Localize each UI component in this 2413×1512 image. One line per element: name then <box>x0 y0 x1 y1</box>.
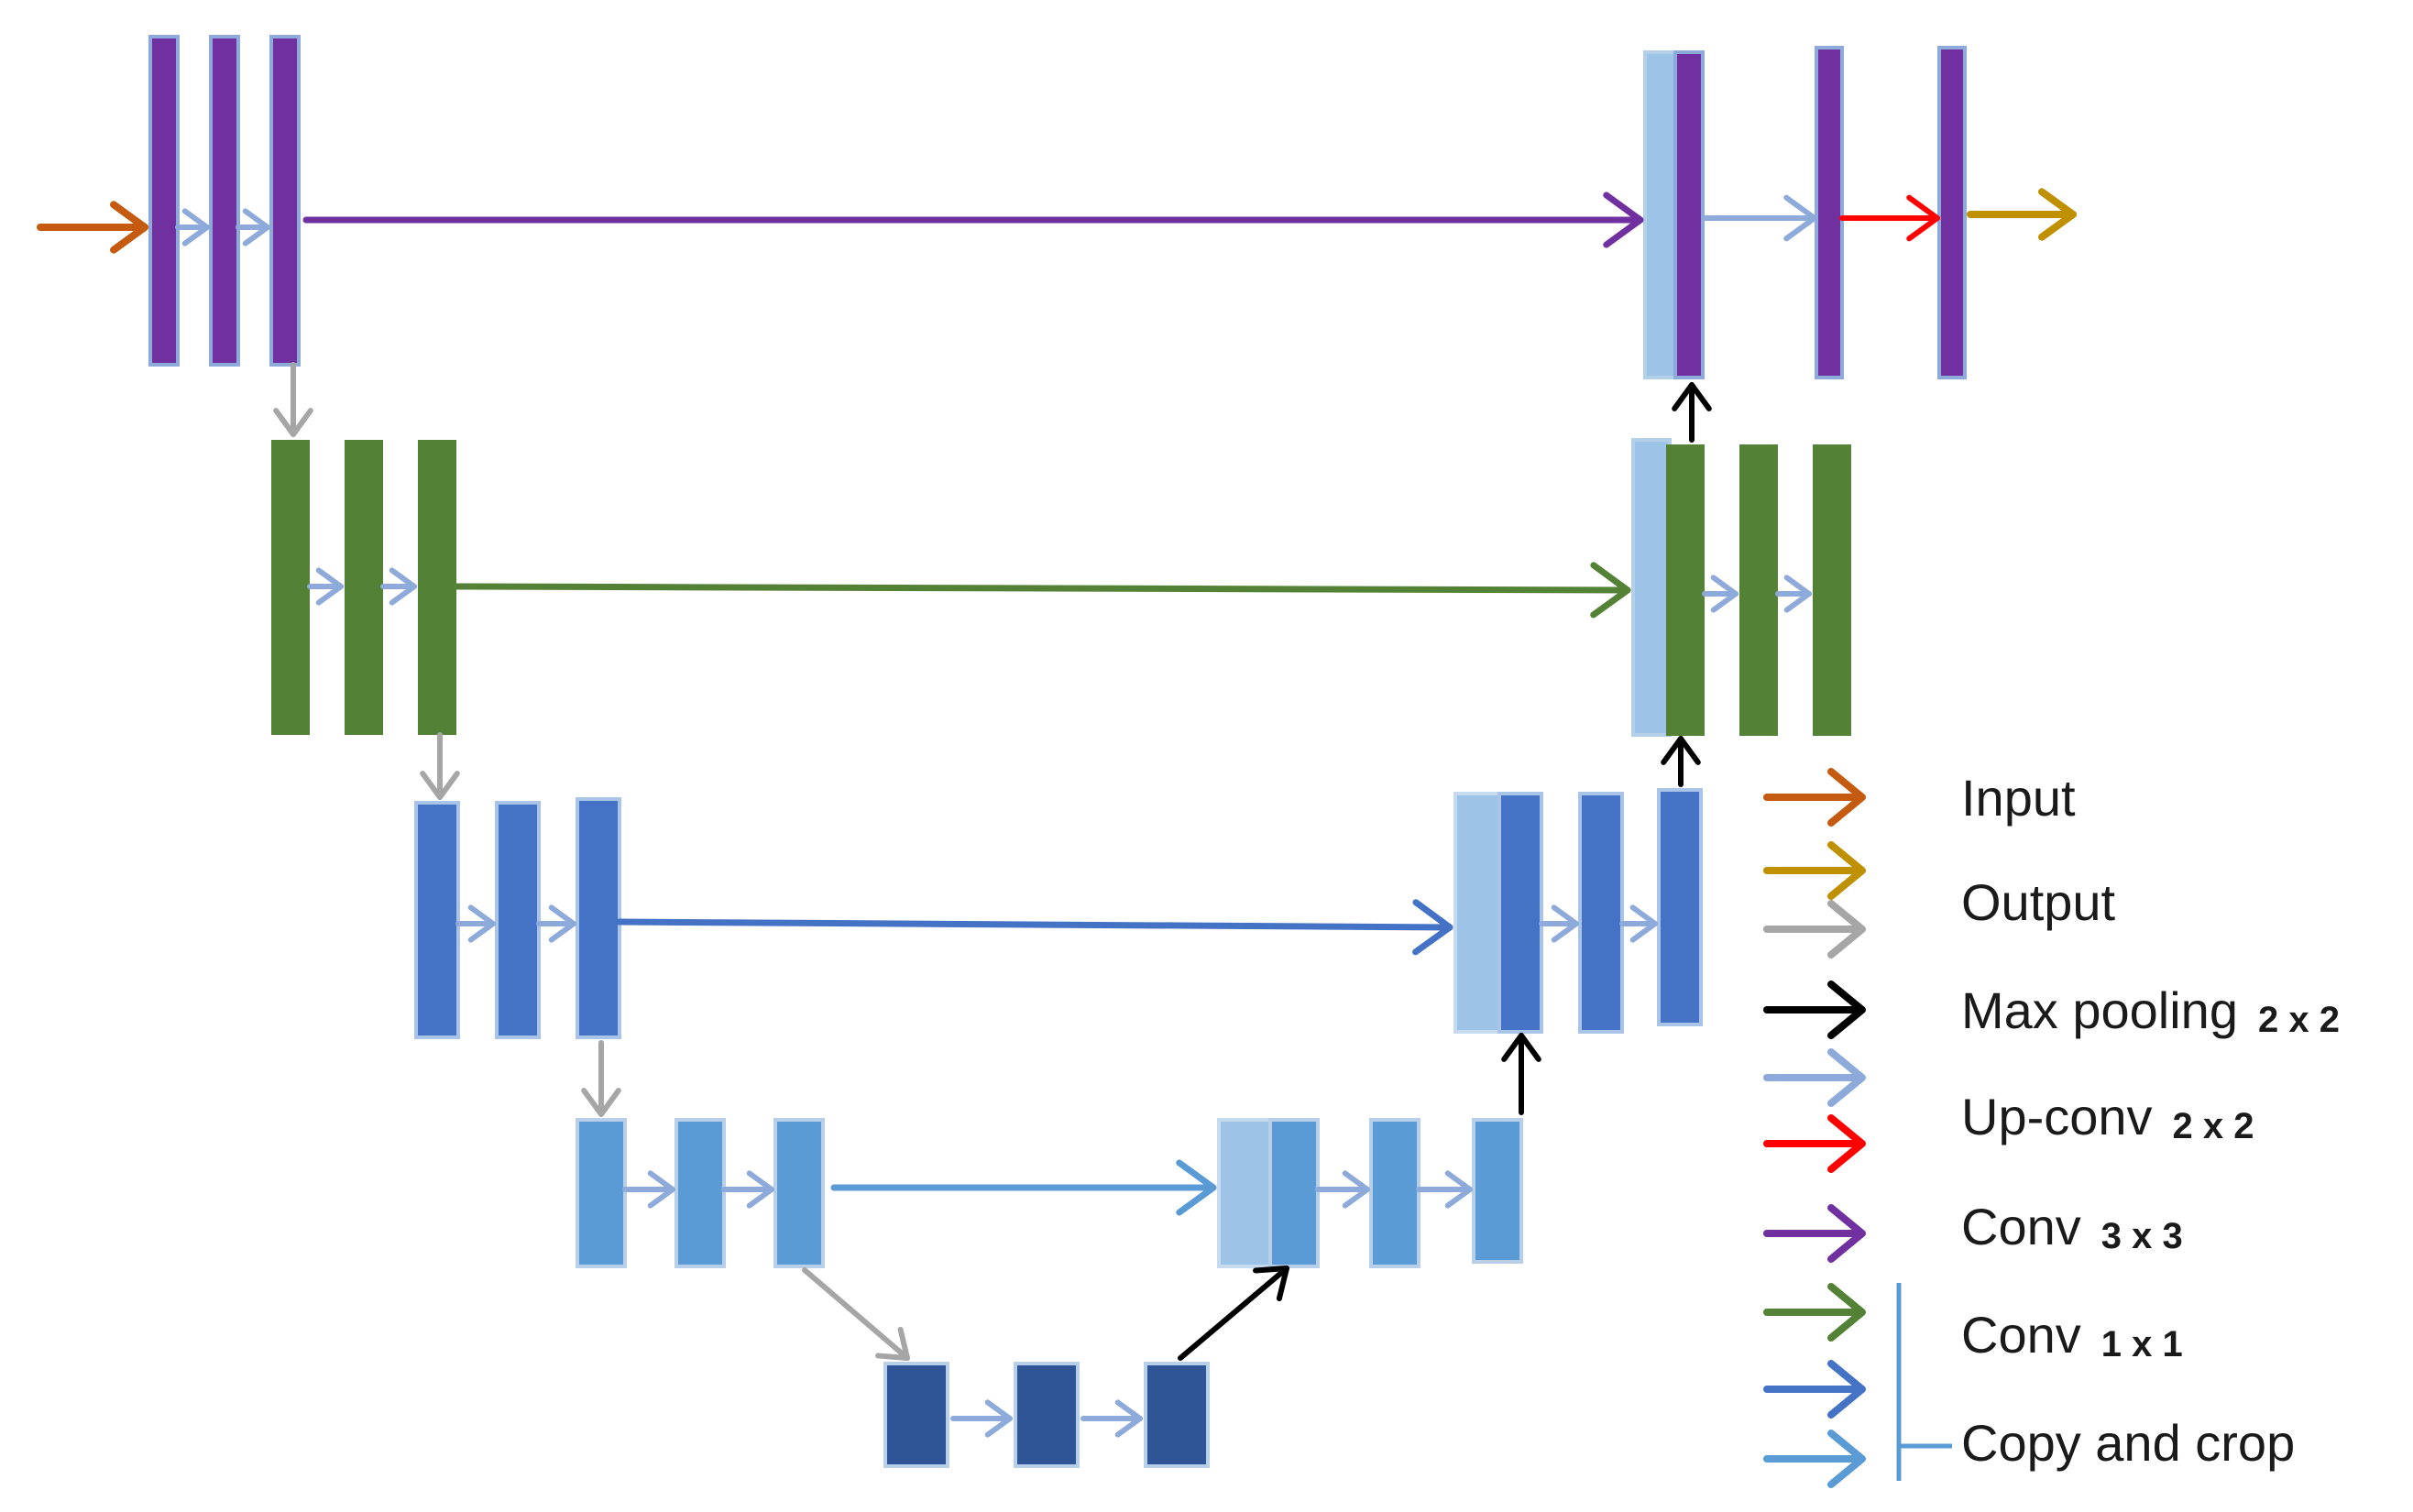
feature-map-dec3-a <box>1497 792 1543 1034</box>
legend-size: 1 x 1 <box>2101 1324 2183 1364</box>
pool-2-arrow <box>420 732 460 800</box>
pool-4-arrow <box>802 1267 910 1361</box>
enc4-conv-1-arrow <box>622 1170 675 1209</box>
dec2-conv-1-arrow <box>1702 575 1738 613</box>
legend-label: Copy and crop <box>1961 1414 2295 1472</box>
output-arrow-icon <box>1763 841 1866 900</box>
up-1-arrow <box>1178 1265 1289 1361</box>
legend-label: Output <box>1961 873 2116 931</box>
pool-1-arrow <box>273 362 313 437</box>
bottom-conv-2-arrow <box>1080 1399 1143 1438</box>
legend-item-6: Conv 3 x 3 <box>1763 1198 2183 1263</box>
bottom-conv-1-arrow <box>950 1399 1013 1438</box>
legend-item-0: Input <box>1763 768 2076 827</box>
red-arrow-icon <box>1763 1114 1866 1173</box>
output-arrow <box>1967 188 2077 241</box>
feature-map-dec1-c <box>1937 46 1967 379</box>
feature-map-dec4-crop <box>1217 1118 1272 1268</box>
legend-item-1: Output <box>1763 841 2116 931</box>
conv-3x3-arrow-icon <box>1763 1204 1866 1263</box>
feature-map-dec1-b <box>1815 46 1844 379</box>
enc4-conv-2-arrow <box>721 1170 774 1209</box>
feature-map-dec2-a <box>1666 444 1705 736</box>
input-arrow <box>37 201 148 254</box>
legend-label: Input <box>1961 769 2076 827</box>
feature-map-enc3-c <box>576 797 621 1039</box>
up-3-arrow <box>1661 736 1701 787</box>
gray-arrow-icon <box>1763 900 1866 959</box>
feature-map-enc2-c <box>418 440 456 735</box>
feature-map-dec2-crop <box>1631 438 1672 737</box>
copy-and-crop-arrow-icon <box>1763 1430 1866 1488</box>
up-4-arrow <box>1672 382 1712 443</box>
feature-map-bottom-b <box>1014 1362 1080 1468</box>
max-pooling-arrow-icon <box>1763 981 1866 1039</box>
enc2-conv-1-arrow <box>307 567 344 606</box>
feature-map-blocks <box>148 35 1967 1468</box>
enc1-conv-1-arrow <box>175 208 210 247</box>
legend-size: 2 x 2 <box>2173 1106 2254 1146</box>
legend-bracket <box>1896 1283 1952 1481</box>
feature-map-enc4-c <box>773 1118 825 1268</box>
feature-map-dec3-crop <box>1453 792 1501 1034</box>
dec1-conv-1-arrow <box>1702 194 1817 242</box>
feature-map-enc4-b <box>675 1118 726 1268</box>
legend-size: 3 x 3 <box>2101 1216 2183 1256</box>
feature-map-bottom-c <box>1144 1362 1210 1468</box>
feature-map-dec2-b <box>1739 444 1778 736</box>
dec3-conv-2-arrow <box>1619 904 1658 943</box>
feature-map-enc2-b <box>345 440 383 735</box>
feature-map-enc1-b <box>209 35 240 367</box>
enc3-conv-2-arrow <box>536 904 576 943</box>
dec2-conv-2-arrow <box>1775 575 1812 613</box>
feature-map-enc4-a <box>576 1118 627 1268</box>
feature-map-enc2-a <box>271 440 310 735</box>
feature-map-dec4-b <box>1369 1118 1420 1268</box>
skip-4-arrow <box>830 1159 1217 1216</box>
feature-map-bottom-a <box>883 1362 949 1468</box>
pool-3-arrow <box>581 1040 621 1117</box>
conv-1x1-arrow-icon <box>1763 1283 1866 1342</box>
legend-item-3: Max pooling 2 x 2 <box>1763 981 2340 1040</box>
legend-item-5 <box>1763 1114 1866 1173</box>
legend-item-2 <box>1763 900 1866 959</box>
dec3-conv-1-arrow <box>1539 904 1579 943</box>
feature-map-enc1-a <box>148 35 180 367</box>
legend-item-8 <box>1763 1360 1866 1419</box>
legend-size: 2 x 2 <box>2258 1000 2340 1040</box>
feature-map-dec3-b <box>1578 792 1624 1034</box>
skip-3-arrow <box>616 899 1453 956</box>
legend-label: Conv <box>1961 1306 2081 1364</box>
enc3-conv-1-arrow <box>455 904 496 943</box>
up-conv-arrow-icon <box>1763 1048 1866 1107</box>
enc2-conv-2-arrow <box>380 567 417 606</box>
feature-map-enc3-b <box>495 801 541 1039</box>
legend-label: Conv <box>1961 1198 2081 1255</box>
input-arrow-icon <box>1763 768 1866 827</box>
skip-1-arrow <box>302 192 1644 248</box>
feature-map-dec2-c <box>1813 444 1851 736</box>
legend-label: Up-conv <box>1961 1088 2153 1145</box>
feature-map-enc1-c <box>269 35 301 367</box>
enc1-conv-2-arrow <box>236 208 270 247</box>
feature-map-dec4-a <box>1268 1118 1320 1268</box>
legend-item-4: Up-conv 2 x 2 <box>1763 1048 2254 1146</box>
legend-item-9: Copy and crop <box>1763 1414 2295 1488</box>
connection-arrows <box>37 188 2077 1438</box>
legend-label: Max pooling <box>1961 981 2238 1039</box>
dec4-conv-1-arrow <box>1315 1170 1370 1209</box>
dec1-red-arrow <box>1839 194 1940 242</box>
feature-map-dec4-c <box>1472 1118 1523 1264</box>
up-2-arrow <box>1501 1033 1541 1115</box>
feature-map-dec3-c <box>1657 788 1703 1026</box>
skip-2-arrow <box>453 562 1631 619</box>
dec4-conv-2-arrow <box>1416 1170 1473 1209</box>
feature-map-enc3-a <box>414 801 460 1039</box>
blue-arrow-icon <box>1763 1360 1866 1419</box>
legend-item-7: Conv 1 x 1 <box>1763 1283 2183 1364</box>
feature-map-dec1-a <box>1673 50 1705 379</box>
